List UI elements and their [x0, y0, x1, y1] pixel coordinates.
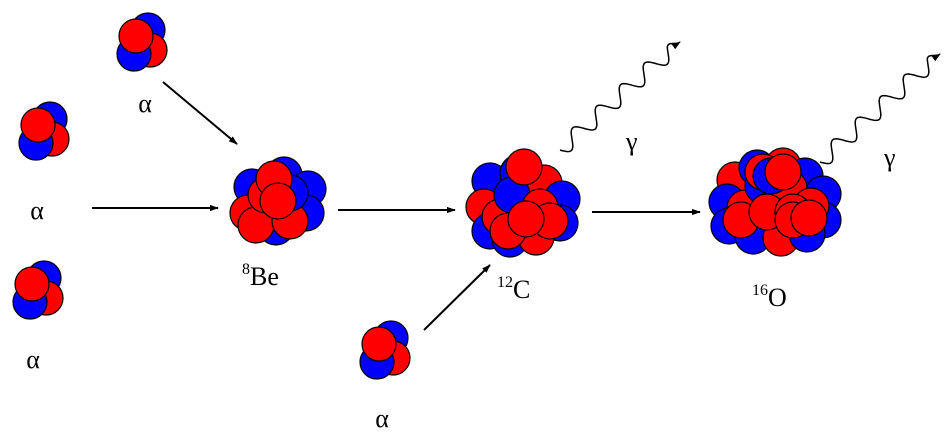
- o-mass-number: 16: [752, 282, 768, 299]
- proton: [764, 153, 802, 191]
- gamma-label-1: γ: [625, 127, 638, 156]
- alpha-particle-left-lower: [12, 260, 64, 320]
- c-12-label: 12C: [497, 274, 530, 304]
- c-mass-number: 12: [497, 274, 513, 291]
- c-element-symbol: C: [513, 275, 530, 304]
- arrow-alpha-top-to-be: [162, 81, 238, 145]
- be-8-label: 8Be: [242, 261, 279, 291]
- gamma-ray-wave-1: [559, 41, 681, 153]
- o-element-symbol: O: [768, 283, 787, 312]
- be-mass-number: 8: [242, 261, 250, 278]
- alpha-particle-left-upper: [18, 101, 70, 161]
- proton: [118, 18, 154, 54]
- proton: [505, 148, 543, 186]
- proton: [20, 107, 56, 143]
- alpha-label-left-upper: α: [30, 196, 44, 225]
- alpha-label-bottom: α: [375, 404, 389, 433]
- alpha-label-left-lower: α: [26, 345, 40, 374]
- gamma-ray-wave-2: [819, 53, 941, 165]
- alpha-label-top: α: [138, 89, 152, 118]
- proton: [361, 326, 397, 362]
- proton: [507, 200, 545, 238]
- beryllium-8-nucleus: [229, 156, 327, 246]
- arrow-alpha-bottom-to-c: [423, 264, 491, 331]
- proton: [259, 182, 297, 220]
- proton: [14, 266, 50, 302]
- be-element-symbol: Be: [250, 262, 279, 291]
- gamma-label-2: γ: [883, 143, 896, 172]
- proton: [790, 199, 828, 237]
- o-16-label: 16O: [752, 282, 787, 312]
- oxygen-16-nucleus: [708, 147, 842, 257]
- alpha-particle-top: [116, 12, 168, 72]
- alpha-particle-bottom: [359, 320, 411, 380]
- carbon-12-nucleus: [465, 148, 581, 258]
